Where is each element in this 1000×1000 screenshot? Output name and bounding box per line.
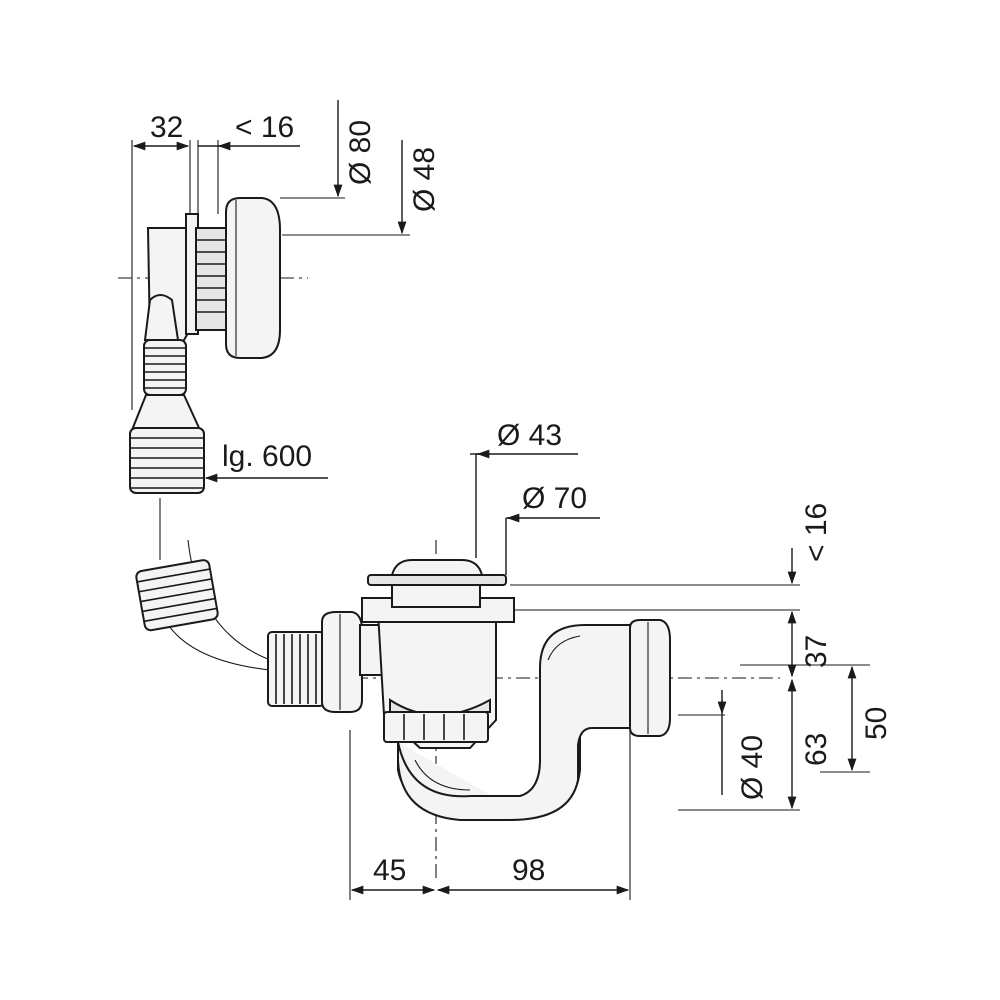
waste-trap-assembly <box>267 540 780 880</box>
dim-32-label: 32 <box>150 111 183 144</box>
trap-dimensions <box>349 449 870 900</box>
hose-length-label: lg. 600 <box>222 440 312 473</box>
dim-45-label: 45 <box>373 854 406 887</box>
dim-63-label: 63 <box>800 733 833 766</box>
dim-37-label: 37 <box>800 635 833 668</box>
dim-50-label: 50 <box>860 707 893 740</box>
dim-dia70-label: Ø 70 <box>522 482 587 515</box>
dim-dia43-label: Ø 43 <box>497 419 562 452</box>
dim-max16-top-label: < 16 <box>235 111 294 144</box>
dim-98-label: 98 <box>512 854 545 887</box>
overflow-assembly <box>118 197 308 494</box>
dim-dia80-label: Ø 80 <box>344 120 377 185</box>
overflow-hose-upper <box>129 339 205 494</box>
dim-max16-right-label: < 16 <box>800 503 833 562</box>
overflow-dimensions <box>131 100 410 483</box>
hose-lower-segment <box>135 498 301 671</box>
dim-dia48-label: Ø 48 <box>408 147 441 212</box>
dim-dia40-label: Ø 40 <box>736 735 769 800</box>
